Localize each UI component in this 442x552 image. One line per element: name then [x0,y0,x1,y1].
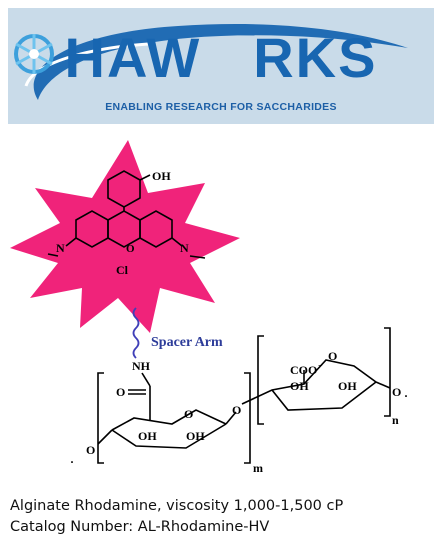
spacer-arm-line [132,307,140,359]
bracket-left-close [244,372,251,464]
label-n-right: N [180,241,189,255]
label-n-left: N [56,241,65,255]
label-oh-4: OH [338,379,357,393]
label-coo: COO [290,363,317,377]
label-n-sub: n [392,413,399,427]
label-counter-ion: Cl [116,263,129,277]
label-coo-charge: − [318,361,323,370]
label-oh-3: OH [290,379,309,393]
sugar-ring-right [241,359,391,411]
snowflake-icon [14,33,253,81]
label-nh: NH [132,359,151,373]
chemical-structure: OH N N O Cl Spacer Arm NH m O O OH OH O … [10,140,408,475]
label-o-ring-dye: O [126,243,135,255]
bracket-right-open [257,335,264,425]
dot-right: · [404,389,408,403]
logo-swoosh [24,24,408,100]
sugar-ring-left [97,372,237,449]
logo-wordmark: HAW RKS [8,30,434,86]
label-o-ring2: O [328,349,337,363]
label-o-carbonyl: O [116,385,125,399]
label-spacer-arm: Spacer Arm [151,335,223,350]
product-name: Alginate Rhodamine, viscosity 1,000-1,50… [10,498,344,514]
dot-left: · [70,455,74,469]
label-oh-1: OH [138,429,157,443]
label-oh-top: OH [152,169,171,183]
label-o-right: O [392,385,401,399]
label-o-left: O [86,443,95,457]
logo-tagline: ENABLING RESEARCH FOR SACCHARIDES [105,101,337,113]
logo-text-left: HAW [64,26,202,89]
bracket-right-close [384,327,391,417]
logo-banner: HAW RKS ENABLING RESEARCH FOR SACCHARIDE… [8,8,434,124]
logo-text-right: RKS [253,26,378,89]
product-caption: Alginate Rhodamine, viscosity 1,000-1,50… [10,496,343,538]
dye-starburst [10,140,240,333]
label-o-ring1: O [184,407,193,421]
catalog-number: Catalog Number: AL-Rhodamine-HV [10,519,270,535]
label-o-link: O [232,403,241,417]
label-m: m [253,461,263,475]
xanthene-rings [47,170,206,259]
label-oh-2: OH [186,429,205,443]
bracket-left-open [97,372,104,464]
